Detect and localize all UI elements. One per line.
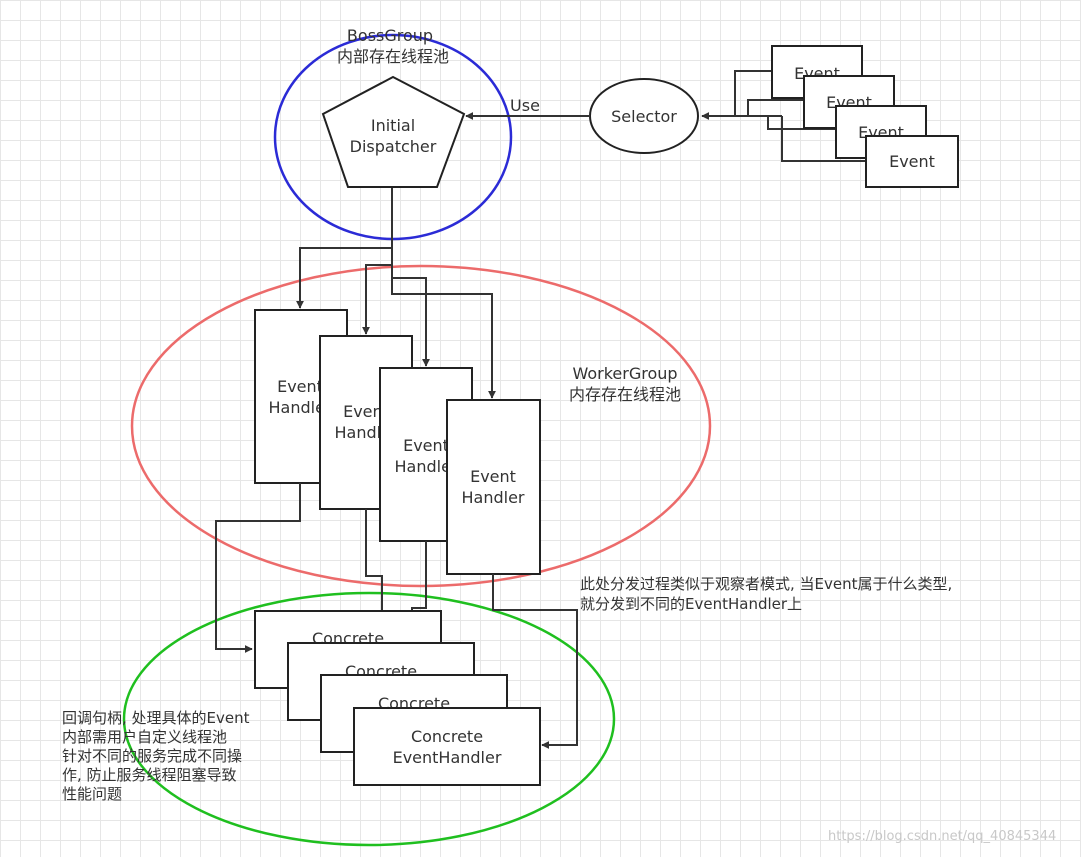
event-cascade: Event Event Event Event bbox=[701, 45, 959, 188]
concrete-handler-box bbox=[353, 707, 541, 786]
event-handler-line1: Event bbox=[403, 436, 449, 455]
event-connector bbox=[781, 116, 866, 162]
event-label: Event bbox=[889, 152, 935, 171]
boss-group-title: BossGroup bbox=[347, 26, 433, 45]
concrete-handler-line1: Concrete bbox=[411, 727, 483, 746]
event-handler-line1: Event bbox=[470, 467, 516, 486]
callback-note: 回调句柄, 处理具体的Event 内部需用户自定义线程池 针对不同的服务完成不同… bbox=[62, 709, 250, 803]
concrete-handler-line2: EventHandler bbox=[393, 748, 502, 767]
watermark: https://blog.csdn.net/qq_40845344 bbox=[828, 829, 1057, 844]
initial-dispatcher-line1: Initial bbox=[371, 116, 415, 135]
worker-group-subtitle: 内存存在线程池 bbox=[569, 385, 681, 404]
event-box bbox=[865, 135, 959, 188]
dispatch-arrow bbox=[362, 264, 392, 335]
event-connector bbox=[747, 99, 804, 116]
event-connector bbox=[734, 70, 772, 116]
event-handler-box bbox=[446, 399, 541, 575]
worker-group-ellipse bbox=[130, 264, 712, 588]
dispatch-arrows bbox=[296, 188, 496, 399]
use-label: Use bbox=[510, 96, 540, 115]
event-handler-line2: Handler bbox=[395, 457, 458, 476]
dispatch-arrow bbox=[391, 278, 496, 399]
selector-label: Selector bbox=[611, 107, 677, 126]
worker-group-title: WorkerGroup bbox=[572, 364, 677, 383]
dispatch-note: 此处分发过程类似于观察者模式, 当Event属于什么类型, 就分发到不同的Eve… bbox=[580, 575, 953, 613]
handler-arrow bbox=[365, 509, 386, 641]
event-handler-line2: Handler bbox=[269, 398, 332, 417]
handler-arrow bbox=[492, 574, 578, 749]
initial-dispatcher-node bbox=[321, 75, 466, 188]
dispatch-arrow bbox=[296, 188, 393, 309]
concrete-group-ellipse bbox=[122, 591, 616, 847]
event-handler-line1: Event bbox=[277, 377, 323, 396]
dispatch-arrow bbox=[391, 248, 430, 367]
boss-group-subtitle: 内部存在线程池 bbox=[337, 47, 449, 66]
handler-arrow bbox=[215, 483, 301, 653]
event-handler-line1: Event bbox=[343, 402, 389, 421]
initial-dispatcher-line2: Dispatcher bbox=[350, 137, 437, 156]
event-handler-line2: Handler bbox=[462, 488, 525, 507]
